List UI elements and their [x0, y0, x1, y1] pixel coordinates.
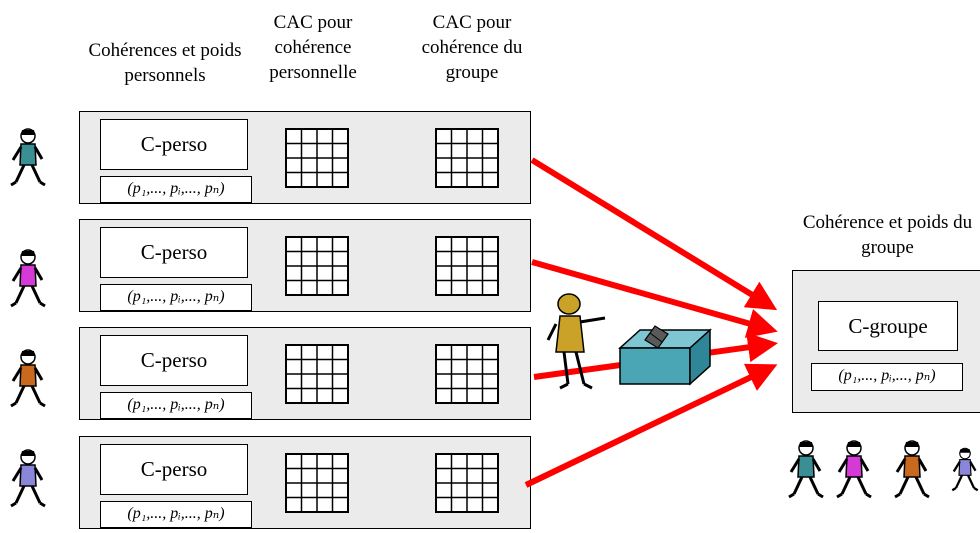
c-perso-box: C-perso	[100, 119, 248, 170]
c-perso-box: C-perso	[100, 444, 248, 495]
header-personal-coherences: Cohérences et poids personnels	[88, 40, 242, 86]
header-group-coherence: Cohérence et poids du groupe	[802, 212, 973, 258]
arrow-row-2	[531, 259, 778, 338]
cac-group-grid	[435, 128, 499, 188]
mediator-icon	[546, 293, 606, 390]
ballot-box-icon	[618, 325, 712, 386]
group-panel: C-groupe (p₁,..., pᵢ,..., pₙ)	[792, 270, 980, 413]
cac-personal-grid	[285, 453, 349, 513]
cac-personal-grid	[285, 236, 349, 296]
participant-row-1: C-perso (p₁,..., pᵢ,..., pₙ)	[79, 111, 531, 204]
header-cac-group: CAC pour cohérence du groupe	[421, 12, 523, 83]
weights-box: (p₁,..., pᵢ,..., pₙ)	[100, 392, 252, 419]
arrow-row-4	[524, 363, 778, 488]
cac-personal-grid	[285, 344, 349, 404]
c-groupe-box: C-groupe	[818, 301, 958, 351]
c-perso-box: C-perso	[100, 335, 248, 386]
weights-box: (p₁,..., pᵢ,..., pₙ)	[100, 284, 252, 311]
participant-icon-1	[10, 128, 46, 187]
weights-box: (p₁,..., pᵢ,..., pₙ)	[100, 501, 252, 528]
participant-row-4: C-perso (p₁,..., pᵢ,..., pₙ)	[79, 436, 531, 529]
participant-row-3: C-perso (p₁,..., pᵢ,..., pₙ)	[79, 327, 531, 420]
cac-personal-grid	[285, 128, 349, 188]
arrow-row-1	[530, 157, 778, 311]
cac-group-grid	[435, 236, 499, 296]
participant-icon-4	[10, 449, 46, 508]
participant-row-2: C-perso (p₁,..., pᵢ,..., pₙ)	[79, 219, 531, 312]
group-member-icon-3	[894, 440, 930, 499]
header-cac-personal: CAC pour cohérence personnelle	[269, 12, 357, 83]
c-perso-box: C-perso	[100, 227, 248, 278]
cac-group-grid	[435, 344, 499, 404]
participant-icon-2	[10, 249, 46, 308]
cac-group-grid	[435, 453, 499, 513]
weights-box: (p₁,..., pᵢ,..., pₙ)	[100, 176, 252, 203]
group-member-icon-2	[836, 440, 872, 499]
group-member-icon-4	[951, 447, 979, 492]
group-member-icon-1	[788, 440, 824, 499]
group-weights-box: (p₁,..., pᵢ,..., pₙ)	[811, 363, 963, 391]
participant-icon-3	[10, 349, 46, 408]
